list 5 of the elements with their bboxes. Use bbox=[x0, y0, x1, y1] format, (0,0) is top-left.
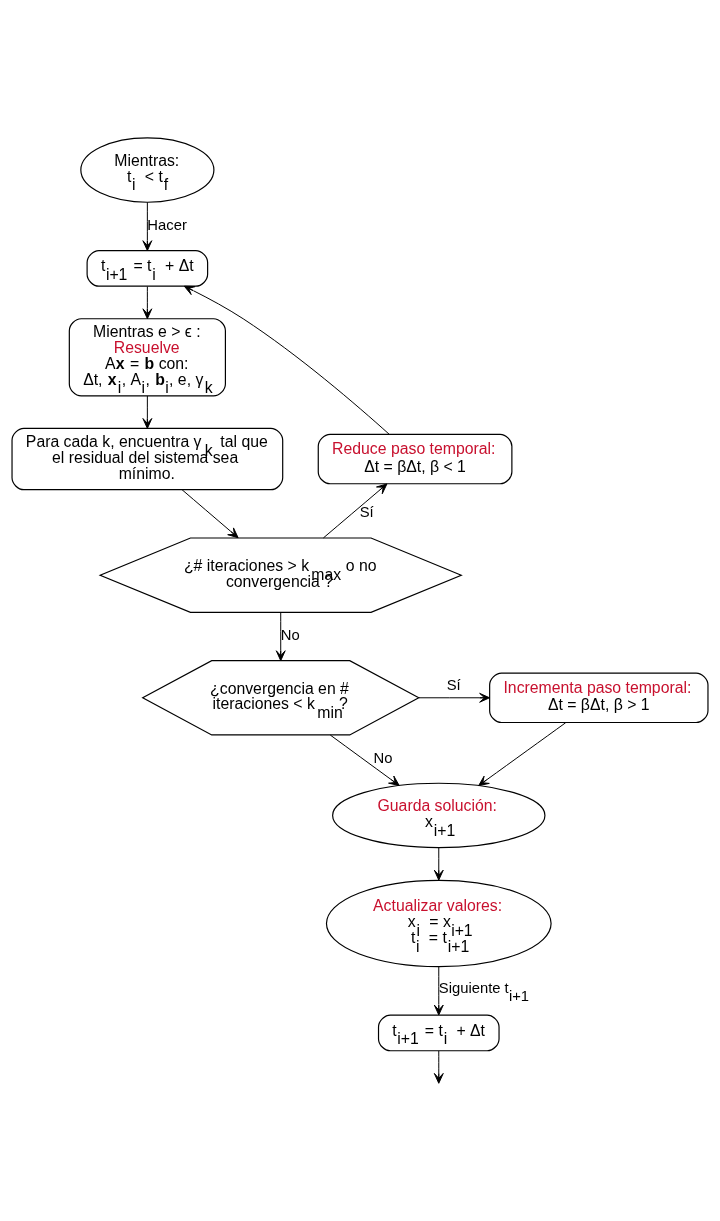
edge-label: Sí bbox=[359, 503, 374, 520]
edge-label: No bbox=[373, 749, 393, 766]
edge-label: No bbox=[280, 626, 300, 643]
edge-label: Sí bbox=[446, 676, 461, 693]
edge-label: Hacer bbox=[147, 216, 187, 233]
